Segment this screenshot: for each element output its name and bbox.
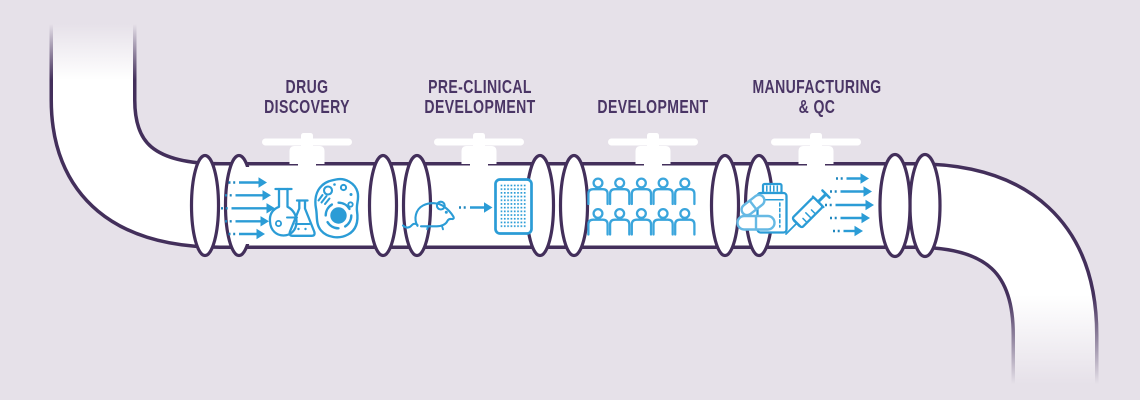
transfer-arrow-icon	[459, 202, 493, 213]
stage-label-line: & QC	[798, 97, 836, 117]
stage-label-line: DISCOVERY	[264, 97, 350, 117]
flow-arrows-in-icon	[221, 177, 275, 240]
pipe-coupling	[878, 152, 942, 259]
stage-label-line: DRUG	[285, 77, 329, 97]
valve-icon	[434, 133, 524, 172]
valve-icon	[771, 133, 861, 172]
stage-label-development: DEVELOPMENT	[533, 97, 773, 117]
mouse-icon	[401, 200, 455, 231]
capsules-icon	[736, 193, 776, 231]
valve-icon	[262, 133, 352, 172]
stage-label-line: MANUFACTURING	[752, 77, 882, 97]
valve-icon	[608, 133, 698, 172]
patient-group-icon	[587, 177, 696, 236]
stage-label-line: DEVELOPMENT	[424, 97, 536, 117]
stage-label-line: PRE-CLINICAL	[428, 77, 532, 97]
pipe-coupling	[367, 153, 433, 258]
flow-arrows-out-icon	[825, 173, 874, 237]
stage-label-drug-discovery: DRUG DISCOVERY	[187, 77, 427, 117]
syringe-icon	[785, 189, 831, 235]
pipe-coupling	[524, 153, 590, 258]
pipe-coupling	[189, 153, 271, 258]
stage-label-pre-clinical-development: PRE-CLINICAL DEVELOPMENT	[360, 77, 600, 117]
pipe-fade-bottom-right	[1004, 295, 1108, 400]
stage-label-line: DEVELOPMENT	[597, 97, 709, 117]
erlenmeyer-flask-icon	[288, 199, 316, 237]
pipe-fade-top-left	[42, 0, 148, 80]
microplate-icon	[494, 178, 533, 235]
stage-label-manufacturing-qc: MANUFACTURING & QC	[697, 77, 937, 117]
cell-icon	[314, 177, 360, 239]
